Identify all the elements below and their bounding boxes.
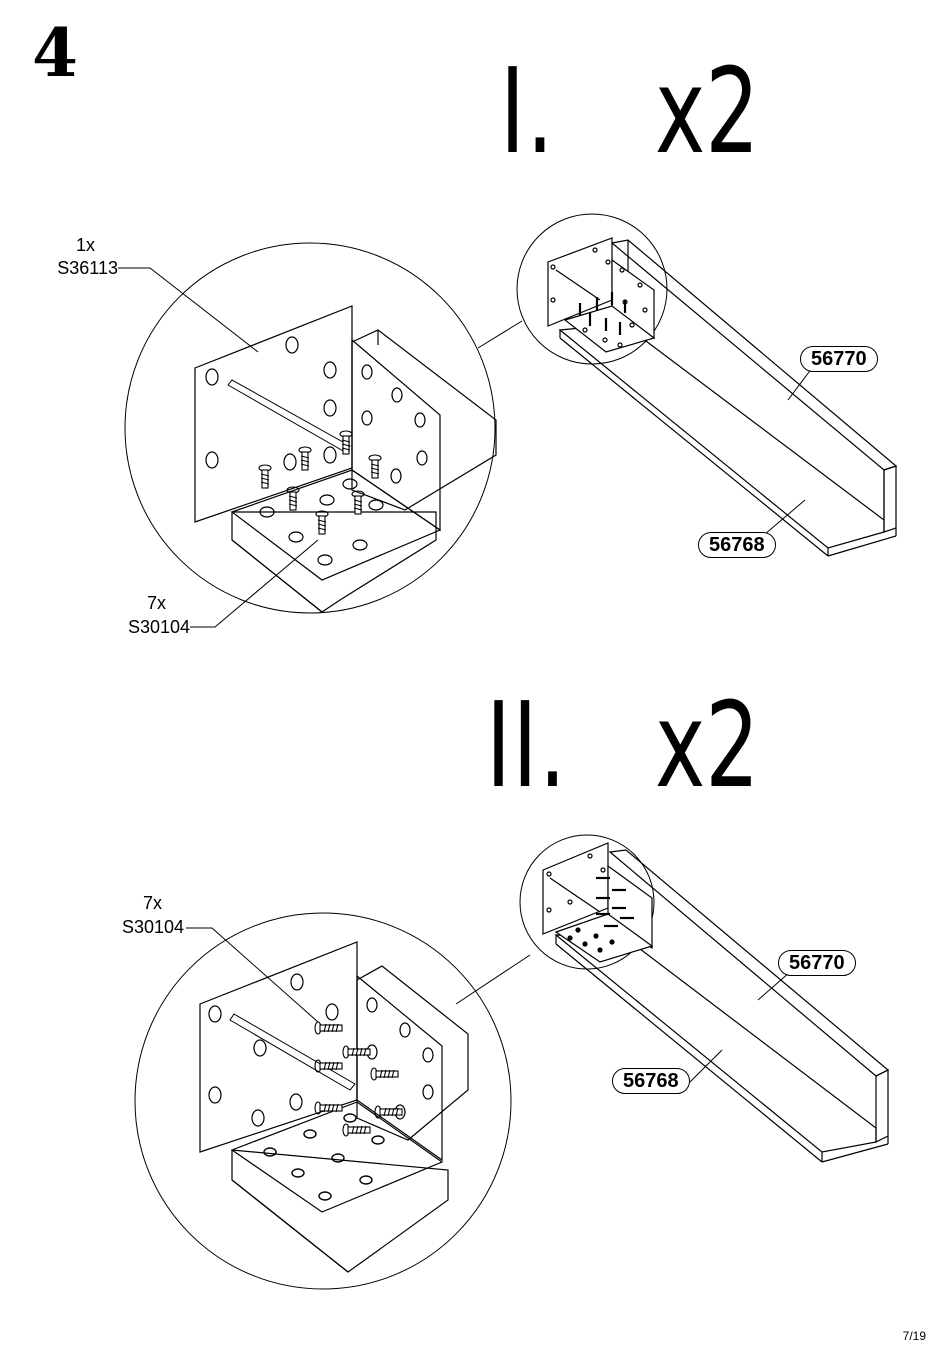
stage-2-screws	[314, 1021, 403, 1137]
stage-1-screw-qty: 7x	[146, 593, 166, 613]
stage-1-part-56770: 56770	[800, 346, 878, 372]
stage-2-connector	[455, 954, 531, 1005]
stage-1-bracket-plate	[194, 305, 442, 581]
stage-2-part-56768: 56768	[612, 1068, 690, 1094]
stage-1-connector	[477, 320, 523, 349]
stage-1-part-56768: 56768	[698, 532, 776, 558]
stage-2-screw-qty: 7x	[142, 893, 162, 913]
stage-1-leader-bracket	[118, 267, 259, 353]
page-number: 7/19	[902, 1329, 926, 1343]
stage-2-part-56770: 56770	[778, 950, 856, 976]
stage-2-board-detail	[231, 965, 469, 1273]
stage-1-leader-56770	[787, 367, 813, 401]
stage-2-leader-56770	[757, 971, 791, 1001]
stage-2-leader-56768	[689, 1049, 723, 1083]
stage-1-multiplier: x2	[655, 42, 760, 180]
stage-2-screw-code: S30104	[121, 917, 184, 937]
step-number: 4	[32, 14, 78, 92]
stage-1-shelf	[547, 237, 898, 557]
stage-1-numeral: I.	[500, 42, 555, 180]
stage-1-bracket-code: S36113	[57, 258, 118, 278]
stage-1-screws	[258, 430, 382, 535]
stage-1-leader-screws	[190, 539, 319, 628]
stage-2-bracket-plate	[199, 941, 444, 1213]
stage-2-shelf	[542, 842, 890, 1163]
stage-1-board-detail	[231, 329, 497, 613]
stage-1-bracket-qty: 1x	[75, 235, 95, 255]
stage-2-leader-screws	[186, 927, 319, 1023]
stage-1-screw-code: S30104	[127, 617, 190, 637]
stage-2-multiplier: x2	[655, 676, 760, 814]
stage-2-detail-circle	[134, 912, 512, 1290]
stage-2-numeral: II.	[486, 676, 568, 814]
stage-1-detail-circle	[124, 242, 496, 614]
